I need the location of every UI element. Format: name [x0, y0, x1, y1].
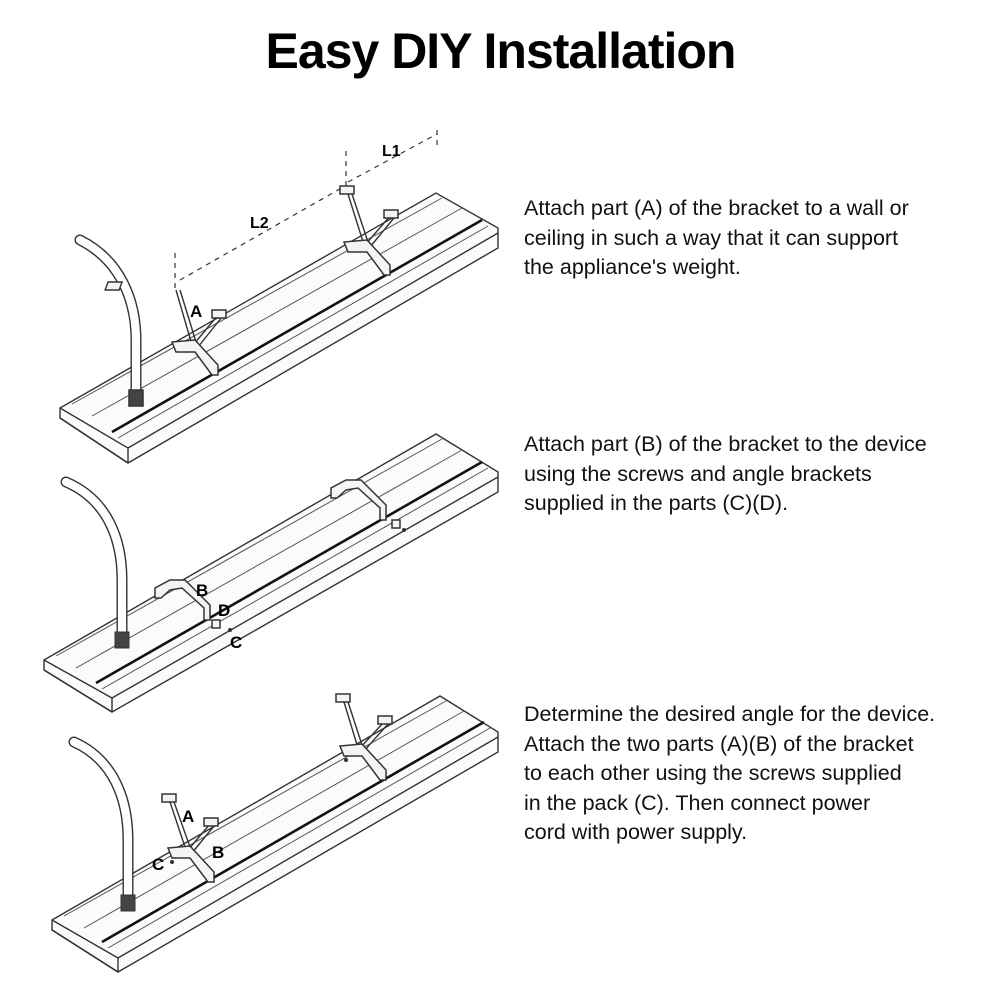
step-3-line: cord with power supply. [524, 820, 748, 844]
step-2-instructions: Attach part (B) of the bracket to the de… [524, 430, 994, 519]
step-1-line: the appliance's weight. [524, 255, 741, 279]
label-l2: L2 [250, 215, 269, 232]
heater-body [51, 695, 499, 973]
bracket-b-right [330, 479, 406, 532]
bracket-a-right [339, 185, 399, 276]
step-1-instructions: Attach part (A) of the bracket to a wall… [524, 194, 994, 283]
bracket-ab-right [335, 693, 393, 781]
label-c: C [152, 855, 164, 874]
label-b: B [212, 843, 224, 862]
label-a: A [190, 302, 202, 321]
step-3-line: Attach the two parts (A)(B) of the brack… [524, 731, 914, 756]
bracket-ab-left [161, 793, 219, 883]
step-1-line: Attach part (A) of the bracket to a wall… [524, 196, 909, 220]
step-2-diagram: B D C [43, 433, 499, 713]
label-b: B [196, 581, 208, 600]
label-a: A [182, 807, 194, 826]
step-3-instructions: Determine the desired angle for the devi… [524, 700, 994, 848]
step-2-line: supplied in the parts (C)(D). [524, 491, 789, 515]
step-3-line: in the pack (C). Then connect power [524, 790, 871, 815]
page-title: Easy DIY Installation [265, 23, 737, 79]
step-3-line: to each other using the screws supplied [524, 761, 902, 785]
label-c: C [230, 633, 242, 652]
heater-body [43, 433, 499, 713]
step-1-diagram: A L1 L2 [59, 130, 499, 464]
step-3-line: Determine the desired angle for the devi… [524, 702, 936, 726]
step-1-line: ceiling in such a way that it can suppor… [524, 225, 899, 250]
label-d: D [218, 601, 230, 620]
step-2-line: Attach part (B) of the bracket to the de… [524, 432, 927, 456]
step-3-diagram: A B C [51, 693, 499, 973]
label-l1: L1 [382, 143, 401, 160]
step-2-line: using the screws and angle brackets [524, 461, 872, 486]
bracket-b-left [154, 579, 232, 632]
bracket-a-left [104, 281, 227, 376]
heater-body [59, 192, 499, 464]
